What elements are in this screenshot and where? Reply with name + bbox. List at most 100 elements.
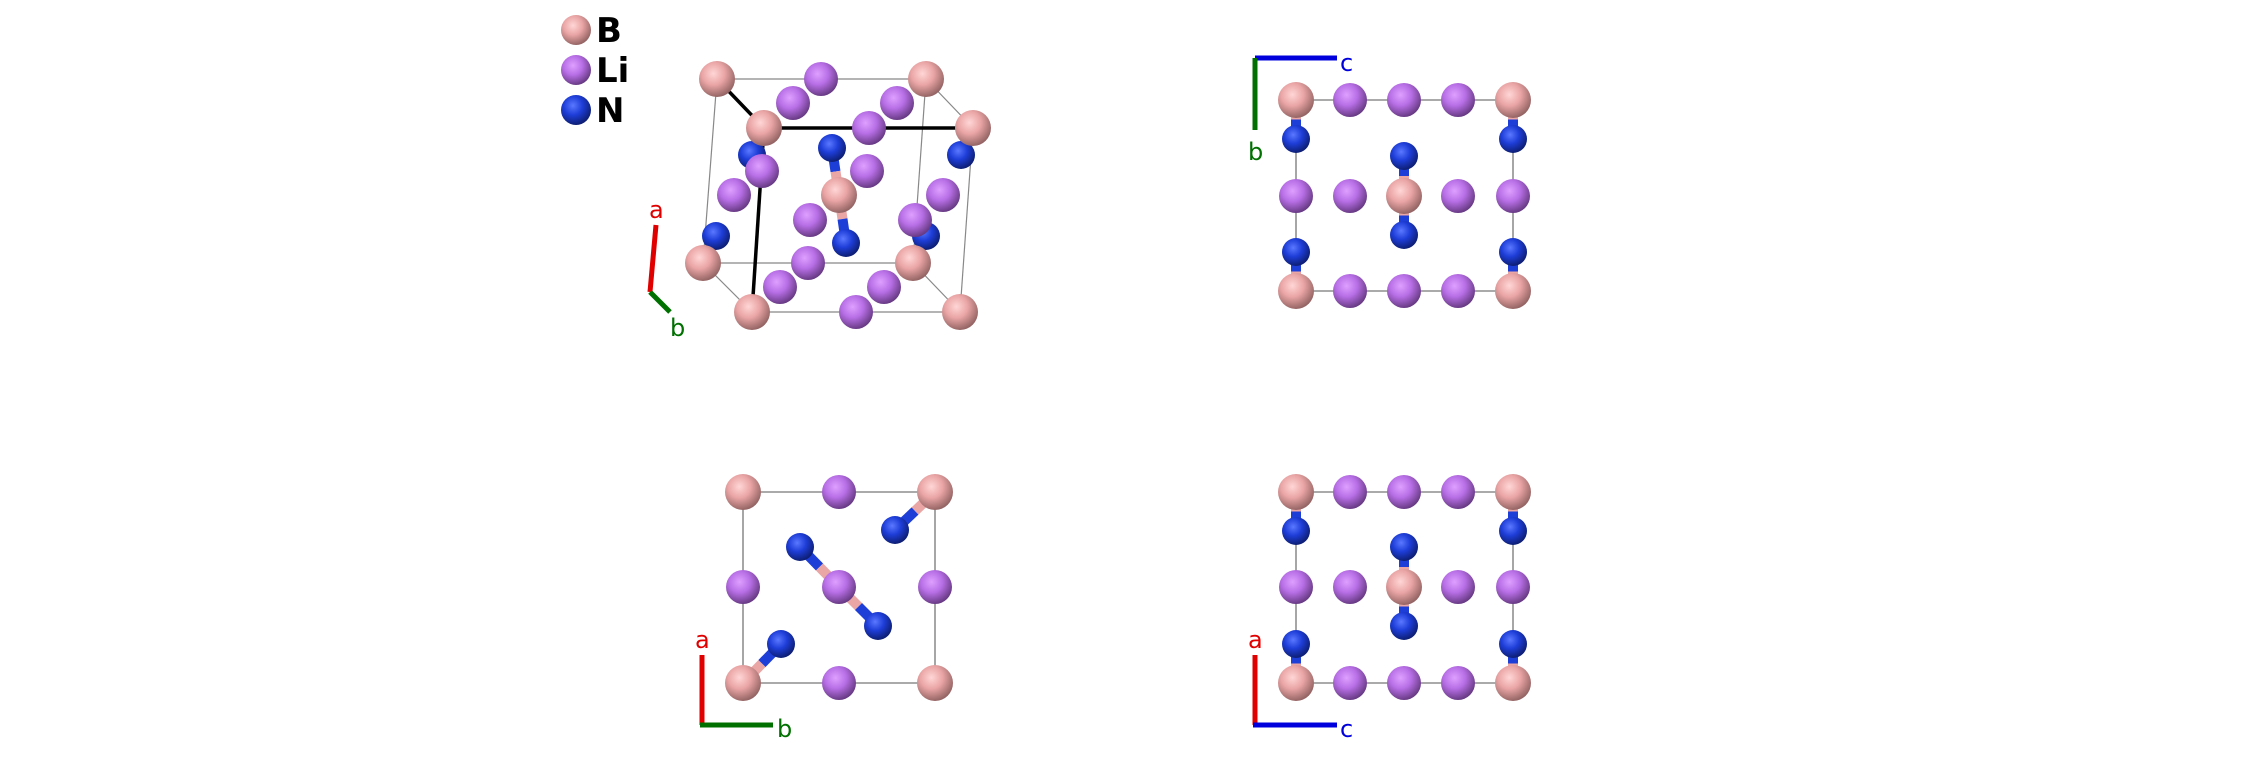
b-atom (1495, 665, 1531, 701)
li-atom (1333, 570, 1367, 604)
n-atom (1390, 612, 1418, 640)
n-atom (1282, 238, 1310, 266)
view3-axis-b-label: b (777, 715, 792, 743)
n-atom (1282, 630, 1310, 658)
b-atom (699, 61, 735, 97)
view2-axis-c-label: c (1340, 49, 1353, 77)
li-atom (822, 475, 856, 509)
b-atom (917, 665, 953, 701)
view1-axis-b-label: b (670, 314, 685, 342)
li-atom (867, 270, 901, 304)
b-atom (1278, 82, 1314, 118)
n-atom (1282, 125, 1310, 153)
b-atom (942, 294, 978, 330)
axis-a-arrow (647, 224, 659, 293)
b-atom (1278, 273, 1314, 309)
li-atom (1387, 274, 1421, 308)
b-atom (917, 474, 953, 510)
n-atom (881, 516, 909, 544)
li-atom (1441, 475, 1475, 509)
li-atom (1333, 274, 1367, 308)
n-atom (1282, 517, 1310, 545)
li-atom (918, 570, 952, 604)
b-atom (746, 110, 782, 146)
b-atom (1278, 665, 1314, 701)
view1-axis-a-label: a (649, 196, 664, 224)
li-atom (776, 86, 810, 120)
li-atom (880, 86, 914, 120)
n-atom (1499, 125, 1527, 153)
li-atom (1333, 666, 1367, 700)
legend-li-label: Li (596, 51, 629, 91)
b-atom (734, 294, 770, 330)
li-atom (850, 154, 884, 188)
b-atom (1386, 178, 1422, 214)
li-atom (898, 203, 932, 237)
b-atom (908, 61, 944, 97)
li-atom (822, 570, 856, 604)
n-atom (1390, 221, 1418, 249)
n-atom (818, 134, 846, 162)
n-atom (1499, 238, 1527, 266)
b-atom (1278, 474, 1314, 510)
li-atom (745, 154, 779, 188)
b-atom (821, 177, 857, 213)
li-atom (1333, 475, 1367, 509)
li-atom (1441, 274, 1475, 308)
li-atom (1387, 83, 1421, 117)
li-atom (1441, 666, 1475, 700)
n-atom (786, 533, 814, 561)
n-atom (832, 229, 860, 257)
view2-axis-b-label: b (1248, 138, 1263, 166)
li-atom (763, 270, 797, 304)
atoms (685, 61, 1531, 701)
li-atom (1496, 570, 1530, 604)
n-atom (1499, 517, 1527, 545)
b-atom (685, 245, 721, 281)
n-atom (1499, 630, 1527, 658)
li-atom (804, 62, 838, 96)
li-atom (726, 570, 760, 604)
li-atom (1279, 570, 1313, 604)
axis-indicators (647, 55, 1337, 728)
b-atom (955, 110, 991, 146)
n-atom (767, 630, 795, 658)
li-atom (822, 666, 856, 700)
li-atom (1441, 83, 1475, 117)
li-atom (1333, 179, 1367, 213)
b-atom (895, 245, 931, 281)
li-atom (1279, 179, 1313, 213)
b-atom (1495, 474, 1531, 510)
b-atom (725, 665, 761, 701)
b-atom (1495, 273, 1531, 309)
legend-li-atom-icon (561, 55, 591, 85)
view4-axis-c-label: c (1340, 715, 1353, 743)
n-atom (1390, 142, 1418, 170)
legend-n-atom-icon (561, 95, 591, 125)
b-atom (1495, 82, 1531, 118)
li-atom (793, 203, 827, 237)
n-atom (947, 141, 975, 169)
n-atom (1390, 533, 1418, 561)
li-atom (839, 295, 873, 329)
li-atom (717, 178, 751, 212)
li-atom (1441, 570, 1475, 604)
li-atom (926, 178, 960, 212)
legend: B Li N (561, 11, 629, 131)
li-atom (1387, 475, 1421, 509)
li-atom (1496, 179, 1530, 213)
li-atom (791, 246, 825, 280)
b-atom (1386, 569, 1422, 605)
li-atom (1387, 666, 1421, 700)
axis-b-arrow (648, 290, 672, 314)
legend-n-label: N (596, 91, 624, 131)
b-atom (725, 474, 761, 510)
li-atom (1441, 179, 1475, 213)
view4-axis-a-label: a (1248, 626, 1263, 654)
view3-axis-a-label: a (695, 626, 710, 654)
legend-b-label: B (596, 11, 622, 51)
n-atom (702, 222, 730, 250)
legend-b-atom-icon (561, 15, 591, 45)
li-atom (1333, 83, 1367, 117)
